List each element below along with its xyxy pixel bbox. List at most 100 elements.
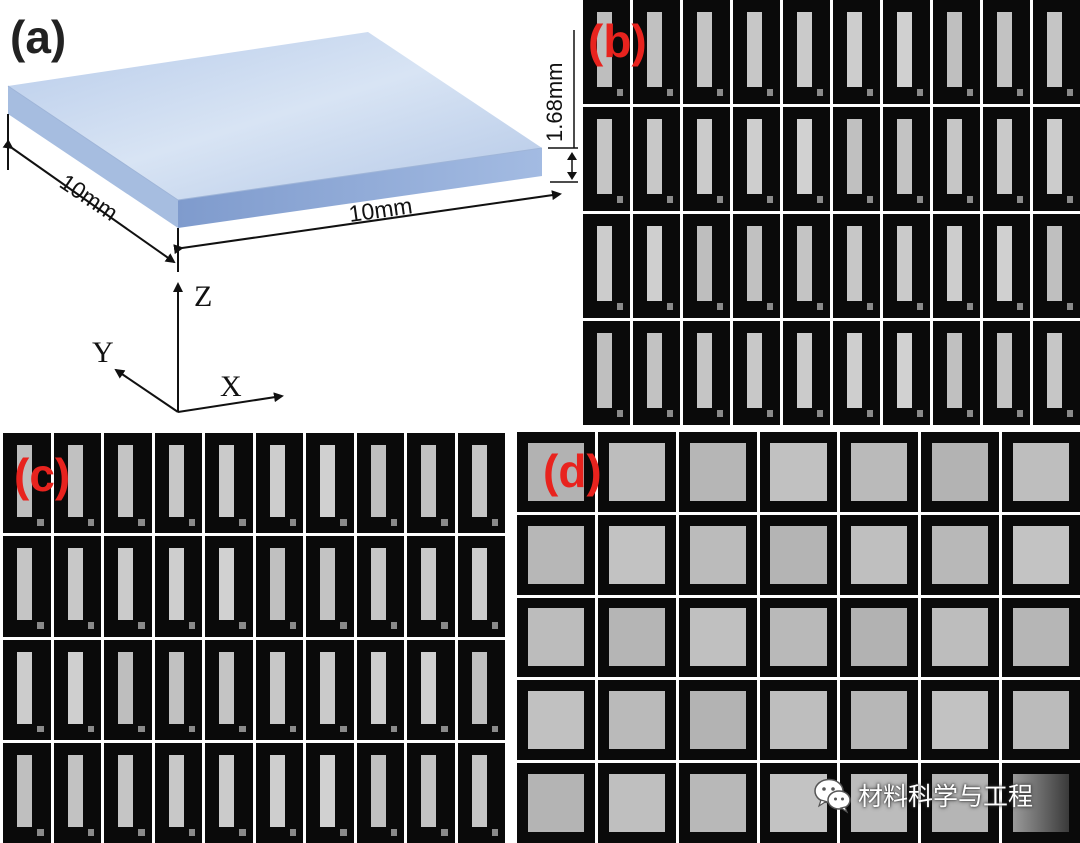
micrograph-cell xyxy=(933,214,980,318)
micrograph-cell xyxy=(53,742,101,843)
specimen-cross-section xyxy=(17,548,33,621)
specimen-cross-section xyxy=(118,548,134,621)
specimen-cross-section xyxy=(17,754,33,827)
specimen-cross-section xyxy=(320,651,336,724)
scale-marker xyxy=(340,828,347,836)
specimen-cross-section xyxy=(608,442,665,501)
specimen-cross-section xyxy=(797,119,813,195)
scale-marker xyxy=(966,196,974,204)
micrograph-cell xyxy=(356,433,404,534)
specimen-cross-section xyxy=(421,445,437,518)
scale-marker xyxy=(1016,196,1024,204)
specimen-cross-section xyxy=(947,12,963,88)
specimen-cross-section xyxy=(527,525,584,584)
micrograph-cell xyxy=(255,433,303,534)
micrograph-cell xyxy=(517,680,595,761)
scale-marker xyxy=(390,622,398,630)
micrograph-cell xyxy=(517,597,595,678)
micrograph-cell xyxy=(633,0,680,104)
scale-marker xyxy=(289,519,297,526)
scale-marker xyxy=(138,828,145,836)
micrograph-cell xyxy=(407,536,455,637)
specimen-cross-section xyxy=(1013,442,1070,501)
scale-marker xyxy=(1016,410,1024,418)
micrograph-cell xyxy=(517,432,595,512)
scale-marker xyxy=(1016,303,1024,311)
specimen-cross-section xyxy=(647,12,663,88)
specimen-cross-section xyxy=(17,445,33,518)
specimen-cross-section xyxy=(597,12,613,88)
scale-marker xyxy=(37,622,44,630)
micrograph-cell xyxy=(983,214,1030,318)
scale-marker xyxy=(390,725,398,733)
watermark-text: 材料科学与工程 xyxy=(858,782,1034,811)
micrograph-cell xyxy=(597,763,676,843)
scale-marker xyxy=(289,725,297,733)
micrograph-cell xyxy=(833,107,880,211)
specimen-cross-section xyxy=(1013,608,1070,667)
specimen-cross-section xyxy=(608,691,665,750)
micrograph-cell xyxy=(678,514,757,595)
specimen-cross-section xyxy=(847,333,863,409)
specimen-cross-section xyxy=(997,12,1013,88)
micrograph-cell xyxy=(255,536,303,637)
micrograph-cell xyxy=(597,432,676,512)
micrograph-cell xyxy=(783,214,830,318)
specimen-cross-section xyxy=(269,651,285,724)
micrograph-cell xyxy=(53,639,101,740)
micrograph-cell xyxy=(921,763,1000,843)
micrograph-cell xyxy=(583,0,630,104)
specimen-cross-section xyxy=(697,333,713,409)
panel-label-a: (a) xyxy=(10,11,67,63)
specimen-cross-section xyxy=(1013,691,1070,750)
thickness-label: 1.68mm xyxy=(542,63,567,142)
specimen-cross-section xyxy=(689,525,746,584)
micrograph-cell xyxy=(356,536,404,637)
specimen-cross-section xyxy=(997,119,1013,195)
specimen-cross-section xyxy=(597,226,613,302)
z-axis-label: Z xyxy=(194,280,212,313)
micrograph-cell xyxy=(733,321,780,425)
specimen-cross-section xyxy=(67,548,83,621)
scale-marker xyxy=(340,725,347,733)
scale-marker xyxy=(1016,89,1024,97)
specimen-cross-section xyxy=(689,691,746,750)
scale-marker xyxy=(966,410,974,418)
specimen-cross-section xyxy=(1013,774,1070,833)
micrograph-cell xyxy=(840,514,919,595)
specimen-cross-section xyxy=(471,445,487,518)
specimen-cross-section xyxy=(608,608,665,667)
scale-marker xyxy=(716,410,724,418)
specimen-cross-section xyxy=(421,754,437,827)
micrograph-cell xyxy=(154,433,202,534)
specimen-cross-section xyxy=(168,651,184,724)
micrograph-cell xyxy=(733,214,780,318)
specimen-cross-section xyxy=(67,445,83,518)
scale-marker xyxy=(916,410,924,418)
specimen-cross-section xyxy=(697,119,713,195)
specimen-cross-section xyxy=(608,774,665,833)
scale-marker xyxy=(188,828,196,836)
micrograph-cell xyxy=(356,742,404,843)
scale-marker xyxy=(1066,410,1074,418)
micrograph-cell xyxy=(833,321,880,425)
micrograph-cell xyxy=(583,321,630,425)
micrograph-cell xyxy=(104,742,152,843)
specimen-cross-section xyxy=(947,333,963,409)
scale-marker xyxy=(766,410,774,418)
specimen-cross-section xyxy=(770,691,827,750)
micrograph-cell xyxy=(457,536,505,637)
micrograph-cell xyxy=(883,107,930,211)
specimen-cross-section xyxy=(851,442,908,501)
micrograph-cell xyxy=(683,107,730,211)
x-axis-label: X xyxy=(220,370,242,403)
scale-marker xyxy=(666,303,674,311)
specimen-cross-section xyxy=(527,691,584,750)
micrograph-cell xyxy=(205,433,253,534)
dimension-line-width xyxy=(173,190,562,255)
micrograph-cell xyxy=(1002,514,1080,595)
micrograph-cell xyxy=(1002,597,1080,678)
specimen-cross-section xyxy=(320,548,336,621)
micrograph-cell xyxy=(53,433,101,534)
specimen-cross-section xyxy=(847,12,863,88)
